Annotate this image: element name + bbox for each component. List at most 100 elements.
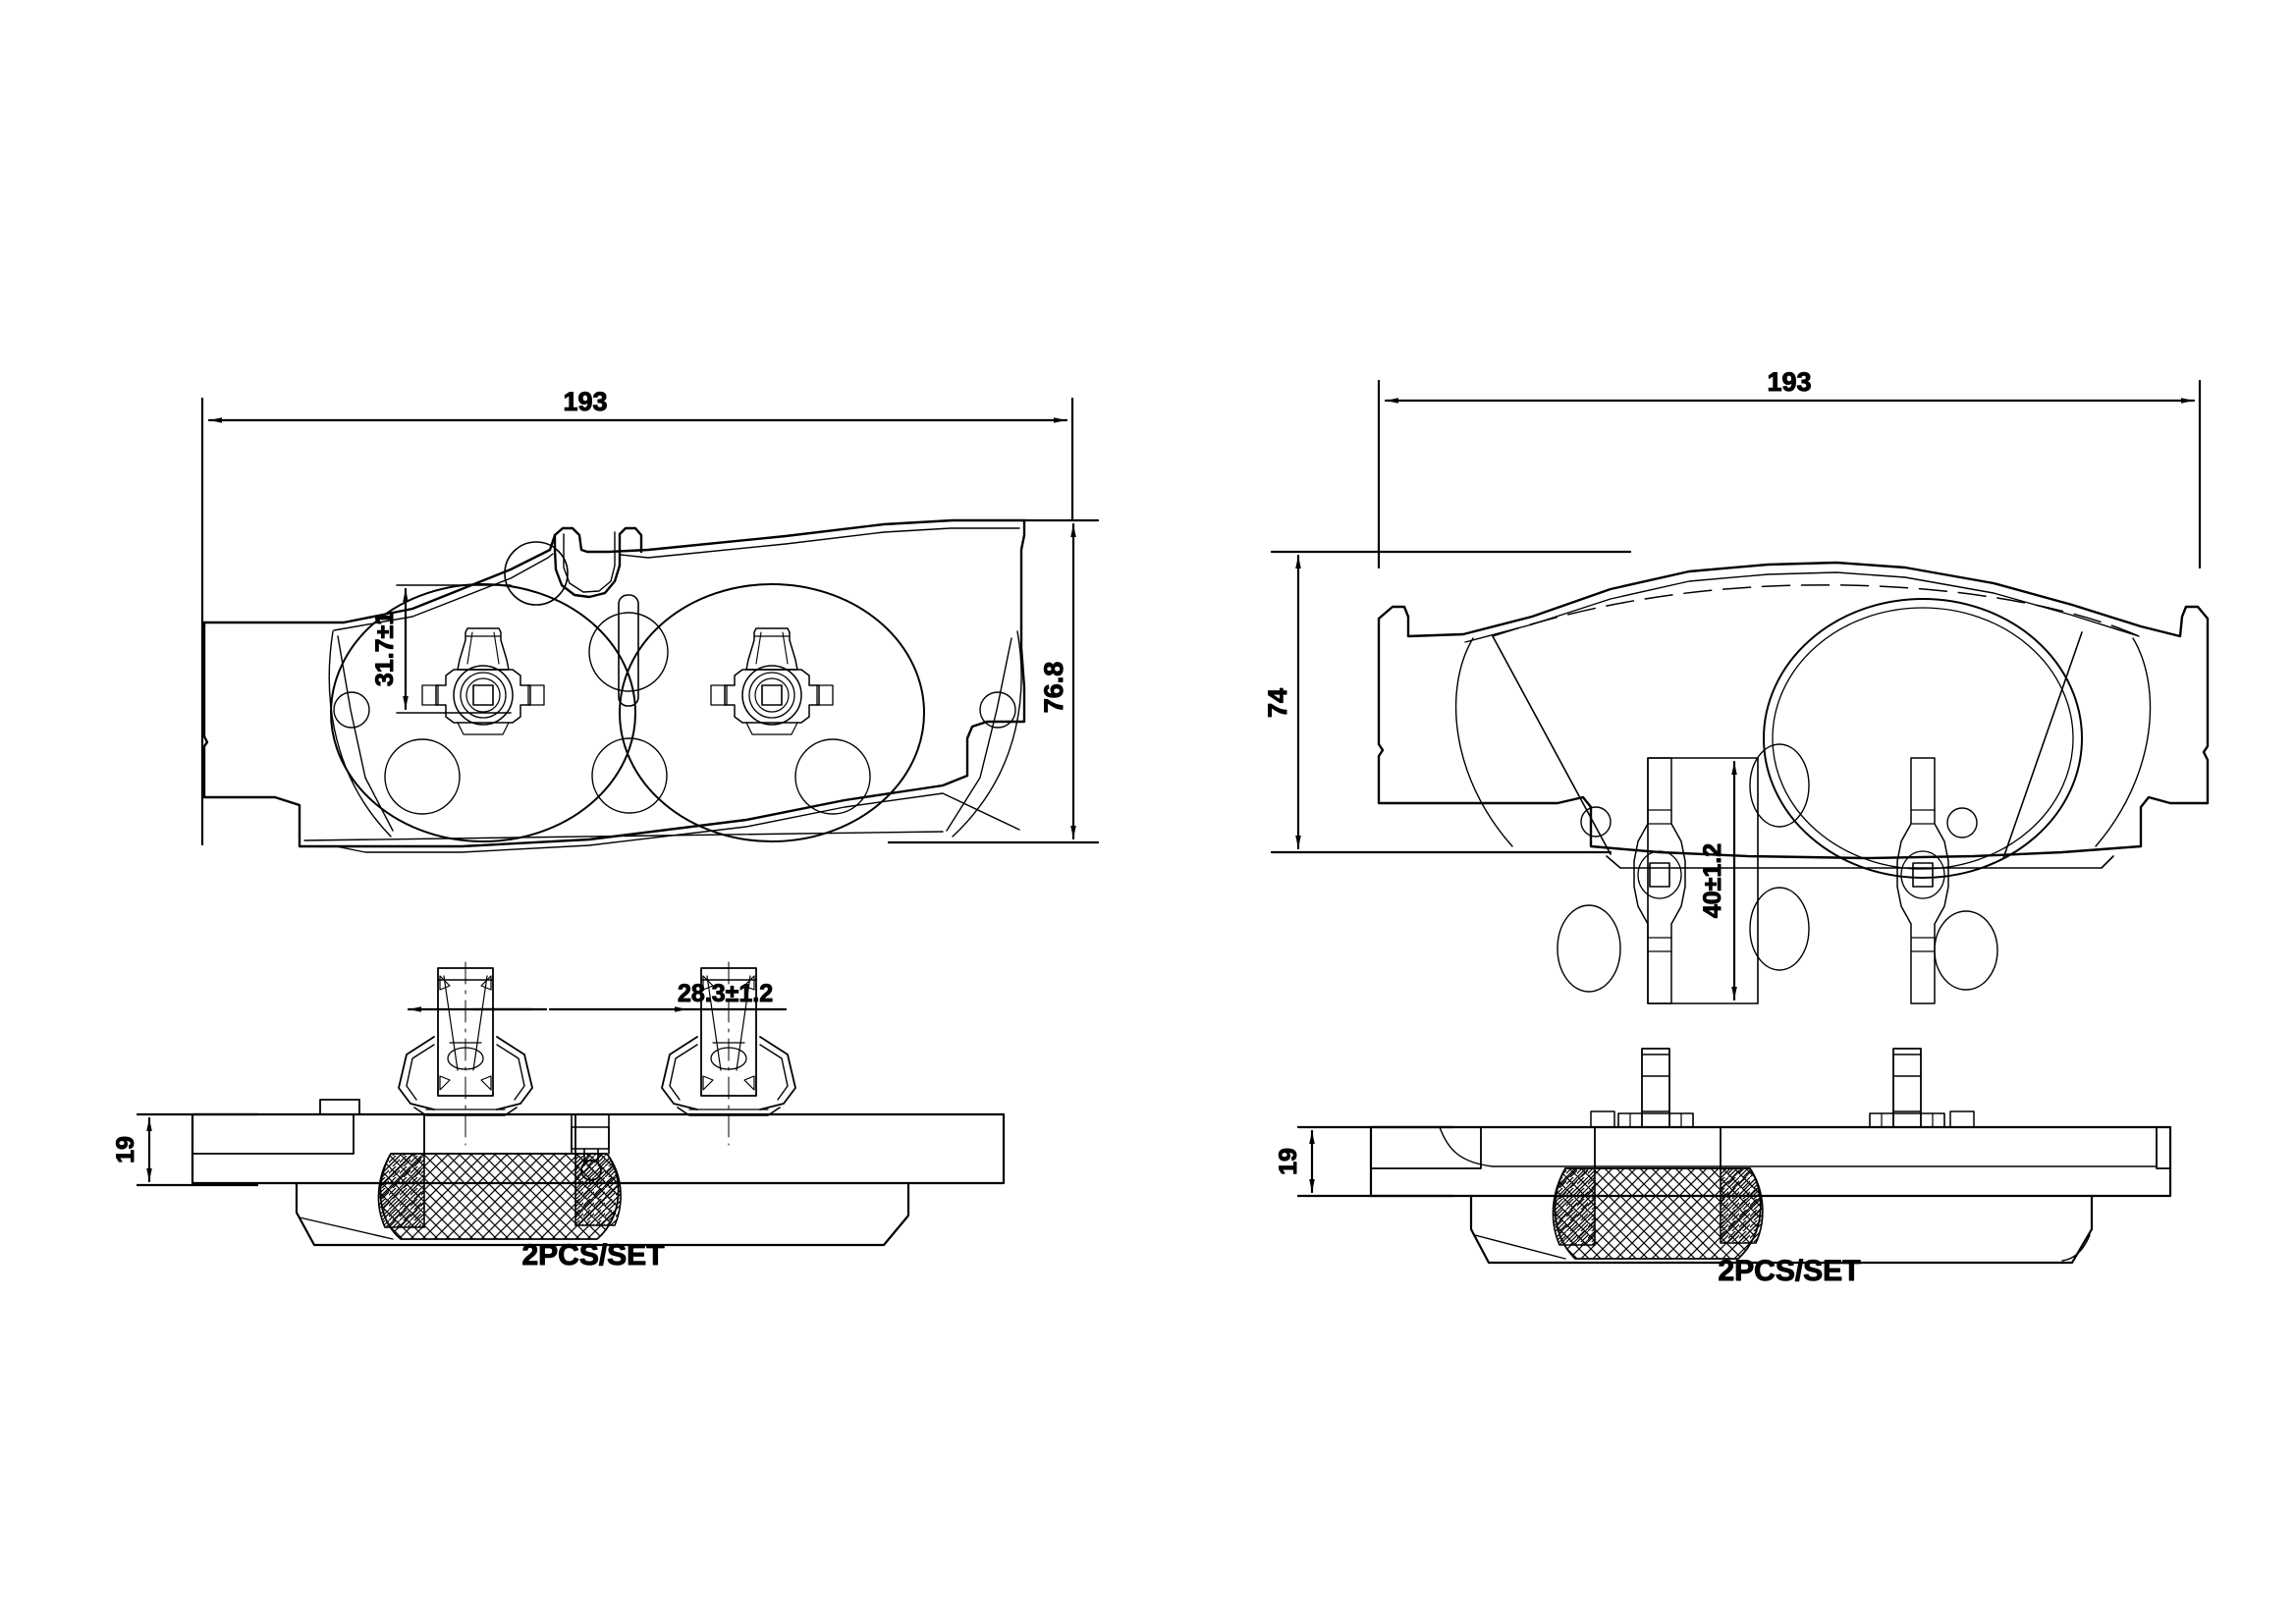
right-friction-lobe [619,583,925,842]
rear-hidden-edge-dashed [1492,584,2140,637]
clip-skirt [745,722,798,735]
dim-40: 40±1.2 [1647,757,1759,1004]
left-side-clip-1 [398,961,533,1146]
clip-wing-right2 [496,1044,525,1101]
right-side-pin-2 [1869,1048,1975,1128]
right-side-friction-chamfer [1474,1234,1566,1260]
slot-square-hole [1649,862,1670,888]
right-side-hatch-left-cut [1553,1168,1595,1245]
left-retaining-clip [421,627,545,735]
pin-base-flange [1869,1112,1945,1128]
left-side-center-boss [571,1113,610,1155]
dim-label-19-right: 19 [1275,1148,1302,1175]
dim-19-right: 19 [1275,1125,1455,1198]
left-side-center-lug [571,1126,610,1150]
clip-wing-left [661,1036,698,1110]
clip-wing-left2 [406,1044,435,1101]
clip-arrow-br [743,1075,755,1091]
set-note-left: 2PCS/SET [521,1239,664,1271]
center-post-slot [618,594,639,707]
dim-label-193-right: 193 [1767,367,1811,397]
clip-base-plate [724,669,820,724]
slot-cross-upper [1647,809,1672,825]
pad-bottom-rail [303,831,944,841]
pin-side-lug [1590,1110,1615,1128]
left-side-hatch-left-cut [378,1154,424,1227]
clip-base-plate [435,669,531,724]
pad-backing-plate-outline [202,518,1026,848]
clip-skirt [457,722,510,735]
clip-inner-taper-r [472,975,488,1071]
rear-pad-backing-plate-outline [1377,561,2210,860]
rear-right-chamfer [2002,631,2083,859]
slot-body [1896,757,1949,1004]
clip-inner-taper-l [443,975,459,1071]
left-side-plate-step [191,1113,355,1155]
right-side-plate-step2 [1439,1126,2158,1167]
set-note-right: 2PCS/SET [1718,1255,1860,1287]
rear-friction-face-outline [1454,571,2152,847]
right-side-hatch-top [1594,1126,1722,1169]
left-side-hatch-right-cut-outline [574,1153,622,1226]
clip-arrow-l [439,975,451,991]
left-lobe-hole [384,738,461,815]
dim-193-left [200,397,1074,846]
clip-right-tab [816,684,834,706]
rear-right-friction-lobe-inner [1772,607,2074,870]
left-side-backing-plate [191,1112,1006,1185]
right-side-plate-step [1370,1126,1482,1169]
dim-19-left: 19 [112,1112,259,1187]
clip-arrow-br [480,1075,492,1091]
clip-shank [700,967,757,1097]
slot-cross-lower [1647,937,1672,952]
clip-ring-outer [741,665,802,726]
left-side-hatch-top [423,1113,576,1155]
right-side-friction-body [1469,1194,2094,1265]
dim-40-frame [1647,757,1759,1004]
right-side-pin-1 [1590,1048,1694,1128]
dim-317: 31.7±1 [371,584,512,714]
rear-hole-lower-mid [1749,887,1810,971]
slot-ring [1637,850,1682,899]
clip-inner-taper-l [706,975,722,1071]
dim-label-283: 28.3±1.2 [678,980,773,1007]
right-side-hatch-left-cut-outline [1552,1167,1596,1246]
left-side-hatch-left-cut-outline [377,1153,425,1228]
clip-arrow-l [702,975,714,991]
left-side-friction-chamfer [299,1217,394,1240]
clip-left-tab [421,684,439,706]
clip-tower [745,627,798,671]
dim-label-19-left: 19 [112,1136,139,1163]
clip-ring-mid [460,672,507,719]
clip-inner-taper-r [736,975,751,1071]
right-side-right-step [2156,1126,2171,1169]
clip-square-hole [472,684,494,706]
dim-label-74: 74 [1263,688,1292,718]
dim-label-40: 40±1.2 [1699,843,1726,918]
right-lobe-chamfer [946,637,1012,832]
left-front-view-group: 76.8 [200,387,1100,853]
right-lobe-edge-arc [952,630,1022,838]
rear-left-slot-hardware [1633,757,1686,1004]
clip-arrow-bl [439,1075,451,1091]
dim-label-317: 31.7±1 [371,612,399,686]
dim-label-193-left: 193 [563,387,607,416]
pin-side-lug [1949,1110,1975,1128]
dim-label-768: 76.8 [1039,662,1068,714]
right-lobe-hole [794,738,871,815]
pin-shank [1892,1048,1922,1128]
slot-ring [1900,850,1945,899]
clip-wing-right2 [759,1044,789,1101]
pad-top-u-notch [553,526,643,599]
pin-base-flange [1617,1112,1694,1128]
clip-square-hole [761,684,783,706]
clip-arrow-r [480,975,492,991]
clip-left-tab [710,684,728,706]
center-upper-hole [588,612,669,692]
dim-193-right: 193 [1377,367,2202,569]
rear-hole-upper-mid [1749,743,1810,828]
dim-768: 76.8 [887,518,1100,844]
pin-shank [1641,1048,1670,1128]
left-side-view-group: 19 [112,961,1006,1272]
